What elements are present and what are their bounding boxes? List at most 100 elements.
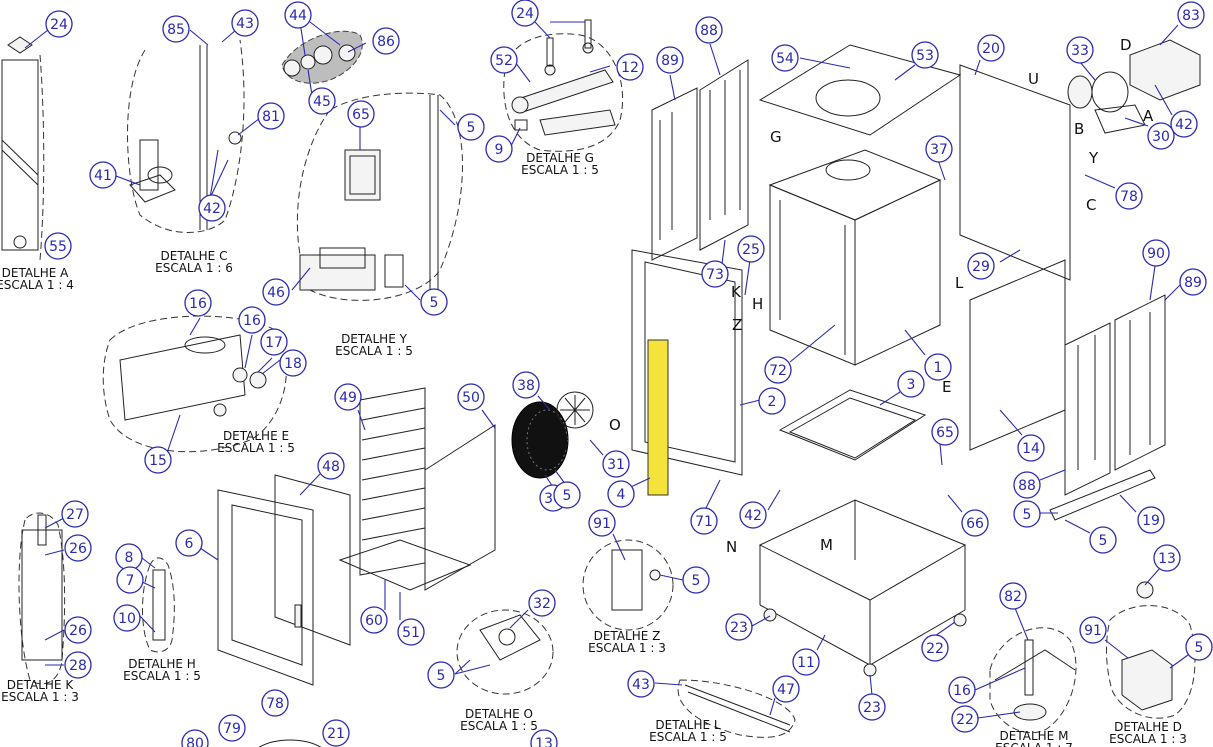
detail-g-drawing xyxy=(503,19,624,152)
part-callout-88: 88 xyxy=(695,16,723,44)
callout-circle xyxy=(737,235,765,263)
racks xyxy=(338,387,496,591)
part-callout-29: 29 xyxy=(967,252,995,280)
callout-circle xyxy=(701,260,729,288)
callout-number: 23 xyxy=(863,700,881,716)
callout-circle xyxy=(772,675,800,703)
detail-marker-c: C xyxy=(1086,196,1096,214)
callout-circle xyxy=(89,161,117,189)
callout-circle xyxy=(308,87,336,115)
callout-circle xyxy=(64,616,92,644)
detail-title: DETALHE H xyxy=(128,657,196,671)
callout-circle xyxy=(530,729,558,747)
detail-title: DETALHE M xyxy=(1000,729,1069,743)
callout-number: 28 xyxy=(69,658,87,674)
part-drawings xyxy=(1,19,1201,747)
callout-circle xyxy=(360,606,388,634)
side-panels-left xyxy=(651,59,749,261)
part-callout-1: 1 xyxy=(924,353,952,381)
part-callout-80: 80 xyxy=(181,729,209,747)
part-callout-55: 55 xyxy=(44,232,72,260)
part-callout-66: 66 xyxy=(961,509,989,537)
callout-circle xyxy=(116,566,144,594)
callout-circle xyxy=(739,501,767,529)
tray xyxy=(778,389,927,461)
detail-scale: ESCALA 1 : 5 xyxy=(123,669,201,683)
callout-circle xyxy=(897,370,925,398)
callout-circle xyxy=(1137,506,1165,534)
callout-circle xyxy=(61,500,89,528)
callout-number: 54 xyxy=(776,51,794,67)
callout-circle xyxy=(911,41,939,69)
callout-circle xyxy=(238,306,266,334)
detail-title: DETALHE O xyxy=(465,707,533,721)
part-callout-6: 6 xyxy=(175,529,203,557)
part-callout-31: 31 xyxy=(602,450,630,478)
callout-number: 1 xyxy=(934,360,943,376)
callout-circle xyxy=(607,480,635,508)
detail-title: DETALHE C xyxy=(161,249,228,263)
detail-scale: ESCALA 1 : 5 xyxy=(521,163,599,177)
part-callout-33: 33 xyxy=(1066,36,1094,64)
detail-title: DETALHE Y xyxy=(341,332,408,346)
callout-number: 60 xyxy=(365,613,383,629)
callout-circle xyxy=(490,46,518,74)
callout-circle xyxy=(512,371,540,399)
callout-circle xyxy=(924,353,952,381)
part-callout-89: 89 xyxy=(1179,268,1207,296)
part-callout-23: 23 xyxy=(858,693,886,721)
right-panel xyxy=(969,259,1066,451)
detail-scale: ESCALA 1 : 3 xyxy=(1109,732,1187,746)
detail-marker-d: D xyxy=(1120,36,1132,54)
callout-number: 82 xyxy=(1004,589,1022,605)
callout-circle xyxy=(427,661,455,689)
detail-marker-e: E xyxy=(942,378,951,396)
part-callout-73: 73 xyxy=(701,260,729,288)
detail-o-drawing xyxy=(456,609,554,695)
callout-number: 8 xyxy=(125,550,134,566)
callout-number: 5 xyxy=(563,488,572,504)
back-panel xyxy=(959,64,1071,281)
motor-drawing xyxy=(1067,39,1201,134)
callout-circle xyxy=(921,634,949,662)
detail-title: DETALHE A xyxy=(2,266,70,280)
part-callout-91: 91 xyxy=(588,509,616,537)
callout-number: 66 xyxy=(966,516,984,532)
part-callout-24: 24 xyxy=(511,0,539,27)
callout-circle xyxy=(113,604,141,632)
callout-circle xyxy=(347,100,375,128)
callout-number: 43 xyxy=(236,16,254,32)
part-callout-16: 16 xyxy=(238,306,266,334)
callout-number: 31 xyxy=(607,457,625,473)
callout-circle xyxy=(257,102,285,130)
detail-l-drawing xyxy=(677,679,796,738)
callout-circle xyxy=(485,135,513,163)
callout-circle xyxy=(284,1,312,29)
callout-number: 47 xyxy=(777,682,795,698)
callout-number: 90 xyxy=(1147,246,1165,262)
callout-circle xyxy=(1013,471,1041,499)
callout-number: 19 xyxy=(1142,513,1160,529)
detail-scale: ESCALA 1 : 6 xyxy=(155,261,233,275)
callout-circle xyxy=(231,9,259,37)
callout-circle xyxy=(925,135,953,163)
callout-number: 5 xyxy=(1023,507,1032,523)
callout-number: 10 xyxy=(118,611,136,627)
detail-z-drawing xyxy=(582,539,674,631)
part-callout-65: 65 xyxy=(931,418,959,446)
callout-circle xyxy=(1089,526,1117,554)
detail-marker-g: G xyxy=(770,128,782,146)
detail-scale: ESCALA 1 : 5 xyxy=(460,719,538,733)
callout-number: 83 xyxy=(1182,8,1200,24)
callout-number: 91 xyxy=(1084,623,1102,639)
callout-circle xyxy=(553,481,581,509)
callout-number: 22 xyxy=(926,641,944,657)
callout-number: 21 xyxy=(327,726,345,742)
part-callout-12: 12 xyxy=(616,53,644,81)
part-callout-52: 52 xyxy=(490,46,518,74)
callout-number: 23 xyxy=(730,620,748,636)
callout-number: 53 xyxy=(916,48,934,64)
